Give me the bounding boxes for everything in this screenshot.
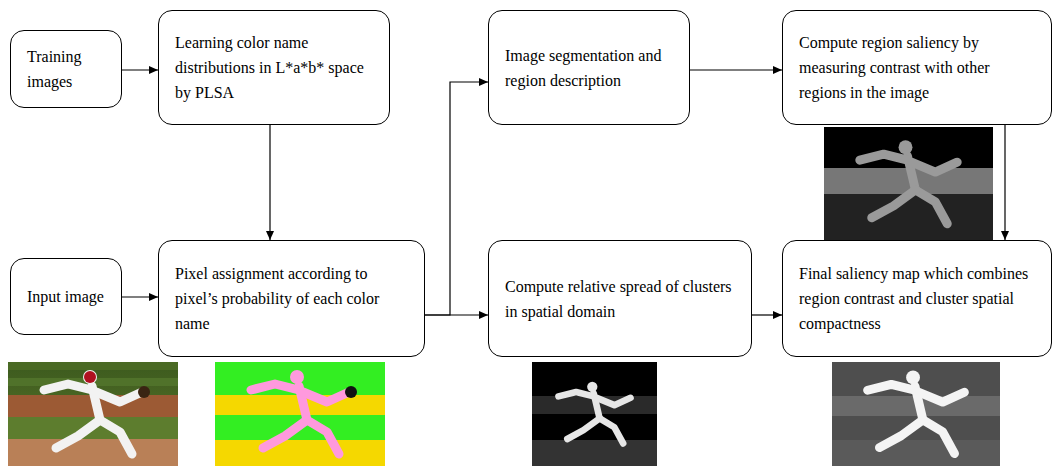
process-box: Compute relative spread of clusters in s… bbox=[488, 240, 752, 357]
box-label: Image segmentation and region descriptio… bbox=[505, 43, 673, 93]
process-box: Input image bbox=[10, 258, 122, 335]
flow-arrow bbox=[122, 69, 158, 70]
box-text-group: Final saliency map which combines region… bbox=[799, 261, 1035, 336]
box-label: Compute region saliency by measuring con… bbox=[799, 30, 1035, 105]
flow-arrow bbox=[690, 69, 782, 70]
flow-arrow bbox=[425, 82, 488, 315]
region-saliency-map bbox=[824, 127, 993, 240]
spatial-spread-map bbox=[532, 362, 657, 466]
color-name-map bbox=[215, 362, 385, 466]
box-text-group: Pixel assignment according to pixel’s pr… bbox=[175, 261, 408, 336]
process-box: Pixel assignment according to pixel’s pr… bbox=[158, 240, 425, 357]
box-label: Input image bbox=[27, 284, 104, 309]
flow-arrow bbox=[752, 314, 782, 315]
box-text-group: Compute relative spread of clusters in s… bbox=[505, 274, 735, 324]
process-box: Final saliency map which combines region… bbox=[782, 240, 1052, 357]
flow-arrow bbox=[1004, 125, 1005, 240]
box-text-group: Input image bbox=[27, 284, 104, 309]
box-label: Learning color name distributions in L*a… bbox=[175, 30, 373, 105]
box-label: Pixel assignment according to pixel’s pr… bbox=[175, 261, 408, 336]
box-text-group: Training images bbox=[27, 44, 105, 94]
box-label: Compute relative spread of clusters in s… bbox=[505, 274, 735, 324]
process-box: Image segmentation and region descriptio… bbox=[488, 10, 690, 125]
flow-arrow bbox=[122, 296, 158, 297]
flow-arrow bbox=[269, 125, 270, 240]
input-photo bbox=[8, 362, 178, 466]
box-label: Training images bbox=[27, 44, 105, 94]
final-saliency-map bbox=[832, 362, 1000, 466]
box-text-group: Learning color name distributions in L*a… bbox=[175, 30, 373, 105]
box-text-group: Image segmentation and region descriptio… bbox=[505, 43, 673, 93]
process-box: Learning color name distributions in L*a… bbox=[158, 10, 390, 125]
process-box: Training images bbox=[10, 30, 122, 108]
box-text-group: Compute region saliency by measuring con… bbox=[799, 30, 1035, 105]
box-label: Final saliency map which combines region… bbox=[799, 261, 1035, 336]
process-box: Compute region saliency by measuring con… bbox=[782, 10, 1052, 125]
flow-arrow bbox=[425, 314, 488, 315]
